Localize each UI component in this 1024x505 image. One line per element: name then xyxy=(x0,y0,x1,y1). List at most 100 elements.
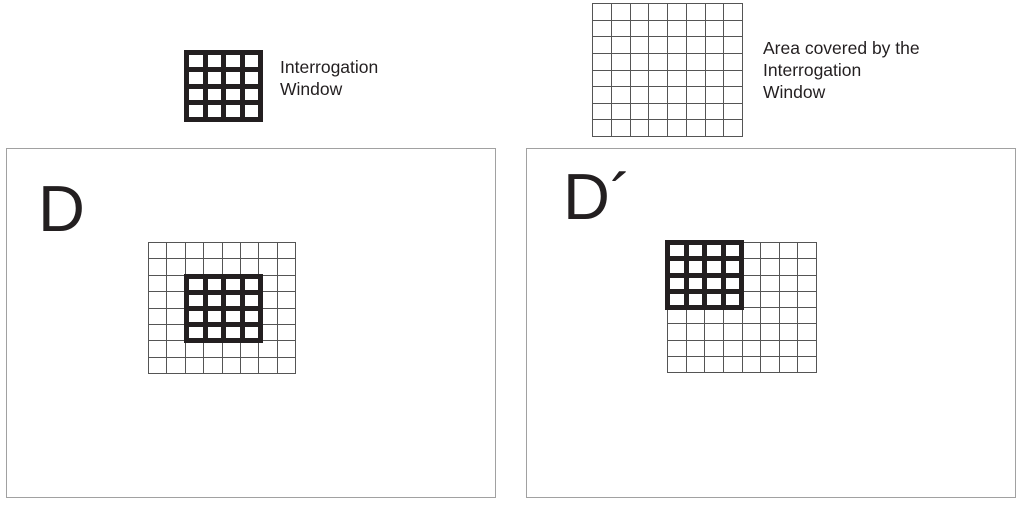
grid-cell xyxy=(593,87,611,103)
grid-cell xyxy=(244,295,258,306)
grid-cell xyxy=(189,279,203,290)
grid-cell xyxy=(149,341,167,357)
grid-cell xyxy=(244,105,258,117)
grid-cell xyxy=(649,70,667,87)
grid-cell xyxy=(779,291,798,307)
grid-cell xyxy=(226,105,240,117)
grid-cell xyxy=(705,20,724,37)
grid-cell xyxy=(798,308,816,324)
grid-cell xyxy=(761,243,779,259)
grid-cell xyxy=(724,87,742,103)
grid-cell xyxy=(724,4,742,20)
grid-cell xyxy=(204,341,222,357)
grid-cell xyxy=(630,103,649,120)
grid-cell xyxy=(593,20,611,37)
grid-cell xyxy=(611,87,630,103)
grid-cell xyxy=(630,70,649,87)
grid-cell xyxy=(167,275,185,292)
grid-cell xyxy=(670,293,684,305)
grid-cell xyxy=(277,357,295,373)
grid-cell xyxy=(649,120,667,136)
grid-cell xyxy=(742,243,761,259)
grid-cell xyxy=(670,277,684,289)
grid-cell xyxy=(705,356,723,372)
grid-cell xyxy=(189,105,203,117)
grid-cell xyxy=(798,356,816,372)
grid-cell xyxy=(798,243,816,259)
grid-cell xyxy=(207,295,221,306)
grid-cell xyxy=(277,275,295,292)
grid-cell xyxy=(240,259,259,275)
grid-cell xyxy=(222,259,240,275)
grid-cell xyxy=(240,357,259,373)
grid-cell xyxy=(723,308,742,324)
grid-cell xyxy=(204,259,222,275)
grid-cell xyxy=(725,293,739,305)
grid-cell xyxy=(668,308,686,324)
grid-cell xyxy=(668,37,686,53)
grid-cell xyxy=(244,311,258,322)
grid-cell xyxy=(670,261,684,273)
grid-cell xyxy=(226,279,240,290)
grid-cell xyxy=(705,308,723,324)
grid-cell xyxy=(725,277,739,289)
panel-d-prime-label: D´ xyxy=(563,160,632,233)
grid-cell xyxy=(761,291,779,307)
grid-cell xyxy=(688,261,702,273)
grid-cell xyxy=(593,37,611,53)
grid-cell xyxy=(630,20,649,37)
grid-cell xyxy=(207,88,221,101)
grid-cell xyxy=(611,53,630,70)
grid-cell xyxy=(707,245,721,257)
grid-cell xyxy=(724,20,742,37)
grid-cell xyxy=(149,243,167,259)
grid-cell xyxy=(167,259,185,275)
grid-cell xyxy=(611,37,630,53)
grid-cell xyxy=(226,295,240,306)
grid-cell xyxy=(779,324,798,340)
grid-cell xyxy=(167,357,185,373)
grid-cell xyxy=(686,70,705,87)
grid-cell xyxy=(707,277,721,289)
grid-cell xyxy=(611,103,630,120)
grid-cell xyxy=(207,327,221,338)
grid-cell xyxy=(668,20,686,37)
grid-cell xyxy=(688,293,702,305)
grid-cell xyxy=(761,324,779,340)
grid-cell xyxy=(189,327,203,338)
grid-cell xyxy=(149,324,167,341)
grid-cell xyxy=(244,279,258,290)
interrogation-window-label: Interrogation Window xyxy=(280,57,379,99)
grid-cell xyxy=(761,259,779,275)
grid-cell xyxy=(688,245,702,257)
grid-cell xyxy=(226,311,240,322)
grid-cell xyxy=(705,120,724,136)
interrogation-window-icon xyxy=(184,50,263,122)
grid-cell xyxy=(244,327,258,338)
grid-cell xyxy=(259,357,277,373)
grid-cell xyxy=(611,120,630,136)
grid-cell xyxy=(149,275,167,292)
grid-cell xyxy=(705,340,723,356)
grid-cell xyxy=(259,308,277,324)
grid-cell xyxy=(259,243,277,259)
panel-d-interrogation-window xyxy=(184,274,263,343)
grid-cell xyxy=(707,293,721,305)
grid-cell xyxy=(593,120,611,136)
grid-cell xyxy=(798,340,816,356)
grid-cell xyxy=(630,37,649,53)
grid-cell xyxy=(668,324,686,340)
grid-cell xyxy=(277,292,295,308)
grid-cell xyxy=(149,292,167,308)
grid-cell xyxy=(277,324,295,341)
grid-cell xyxy=(204,243,222,259)
grid-cell xyxy=(189,295,203,306)
grid-cell xyxy=(207,71,221,84)
grid-cell xyxy=(686,37,705,53)
grid-cell xyxy=(705,70,724,87)
grid-cell xyxy=(189,311,203,322)
panel-d-label: D xyxy=(38,172,85,245)
grid-cell xyxy=(742,356,761,372)
grid-cell xyxy=(649,4,667,20)
grid-cell xyxy=(761,340,779,356)
